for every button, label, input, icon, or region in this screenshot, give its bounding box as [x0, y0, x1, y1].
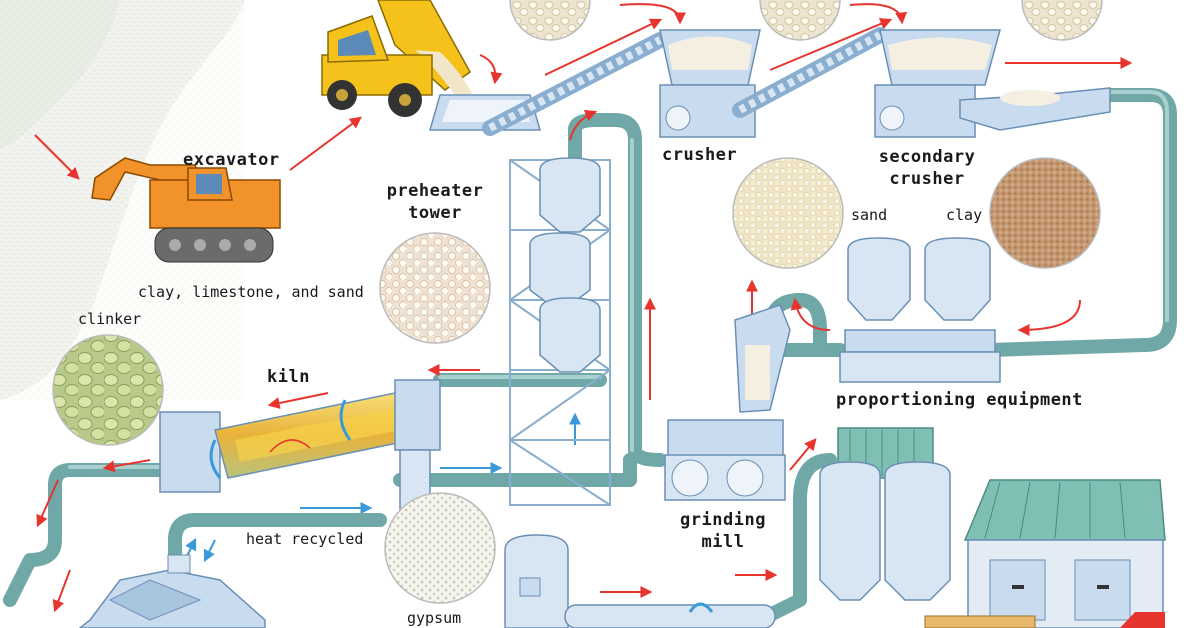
grinding-mill-machine	[664, 304, 791, 501]
proportioning-machine	[839, 237, 1001, 383]
label-grinding-mill: grinding mill	[668, 509, 778, 553]
clay-sample	[989, 157, 1101, 269]
kiln-machine	[159, 379, 441, 511]
label-heat-recycled: heat recycled	[246, 530, 364, 548]
label-secondary-crusher: secondary crusher	[868, 146, 986, 190]
label-preheater-line2: tower	[408, 203, 462, 223]
secondary-crusher-machine	[874, 29, 1001, 138]
label-grinding-line1: grinding	[680, 510, 766, 530]
label-sand: sand	[851, 206, 888, 224]
excavator-machine	[91, 157, 281, 263]
label-raw-materials: clay, limestone, and sand	[138, 283, 364, 301]
cooler-machine	[78, 554, 266, 628]
label-excavator: excavator	[183, 150, 280, 170]
crusher-machine	[659, 29, 761, 138]
cement-silos	[819, 427, 951, 601]
label-preheater-line1: preheater	[386, 181, 484, 201]
label-kiln: kiln	[267, 367, 310, 387]
label-secondary-crusher-line1: secondary	[878, 147, 976, 167]
gypsum-sample	[384, 492, 496, 604]
label-crusher: crusher	[662, 145, 738, 165]
label-clinker: clinker	[78, 310, 142, 328]
label-preheater-tower: preheater tower	[385, 180, 485, 224]
preheater-sample	[379, 232, 491, 344]
label-secondary-crusher-line2: crusher	[889, 169, 965, 189]
label-grinding-line2: mill	[701, 532, 745, 552]
label-proportioning-equipment: proportioning equipment	[836, 390, 1083, 410]
clinker-sample	[52, 334, 164, 446]
sand-sample	[732, 157, 844, 269]
label-gypsum: gypsum	[407, 609, 462, 627]
warehouse-building	[924, 479, 1166, 628]
label-clay: clay	[946, 206, 983, 224]
cement-mill-machine	[504, 534, 776, 628]
